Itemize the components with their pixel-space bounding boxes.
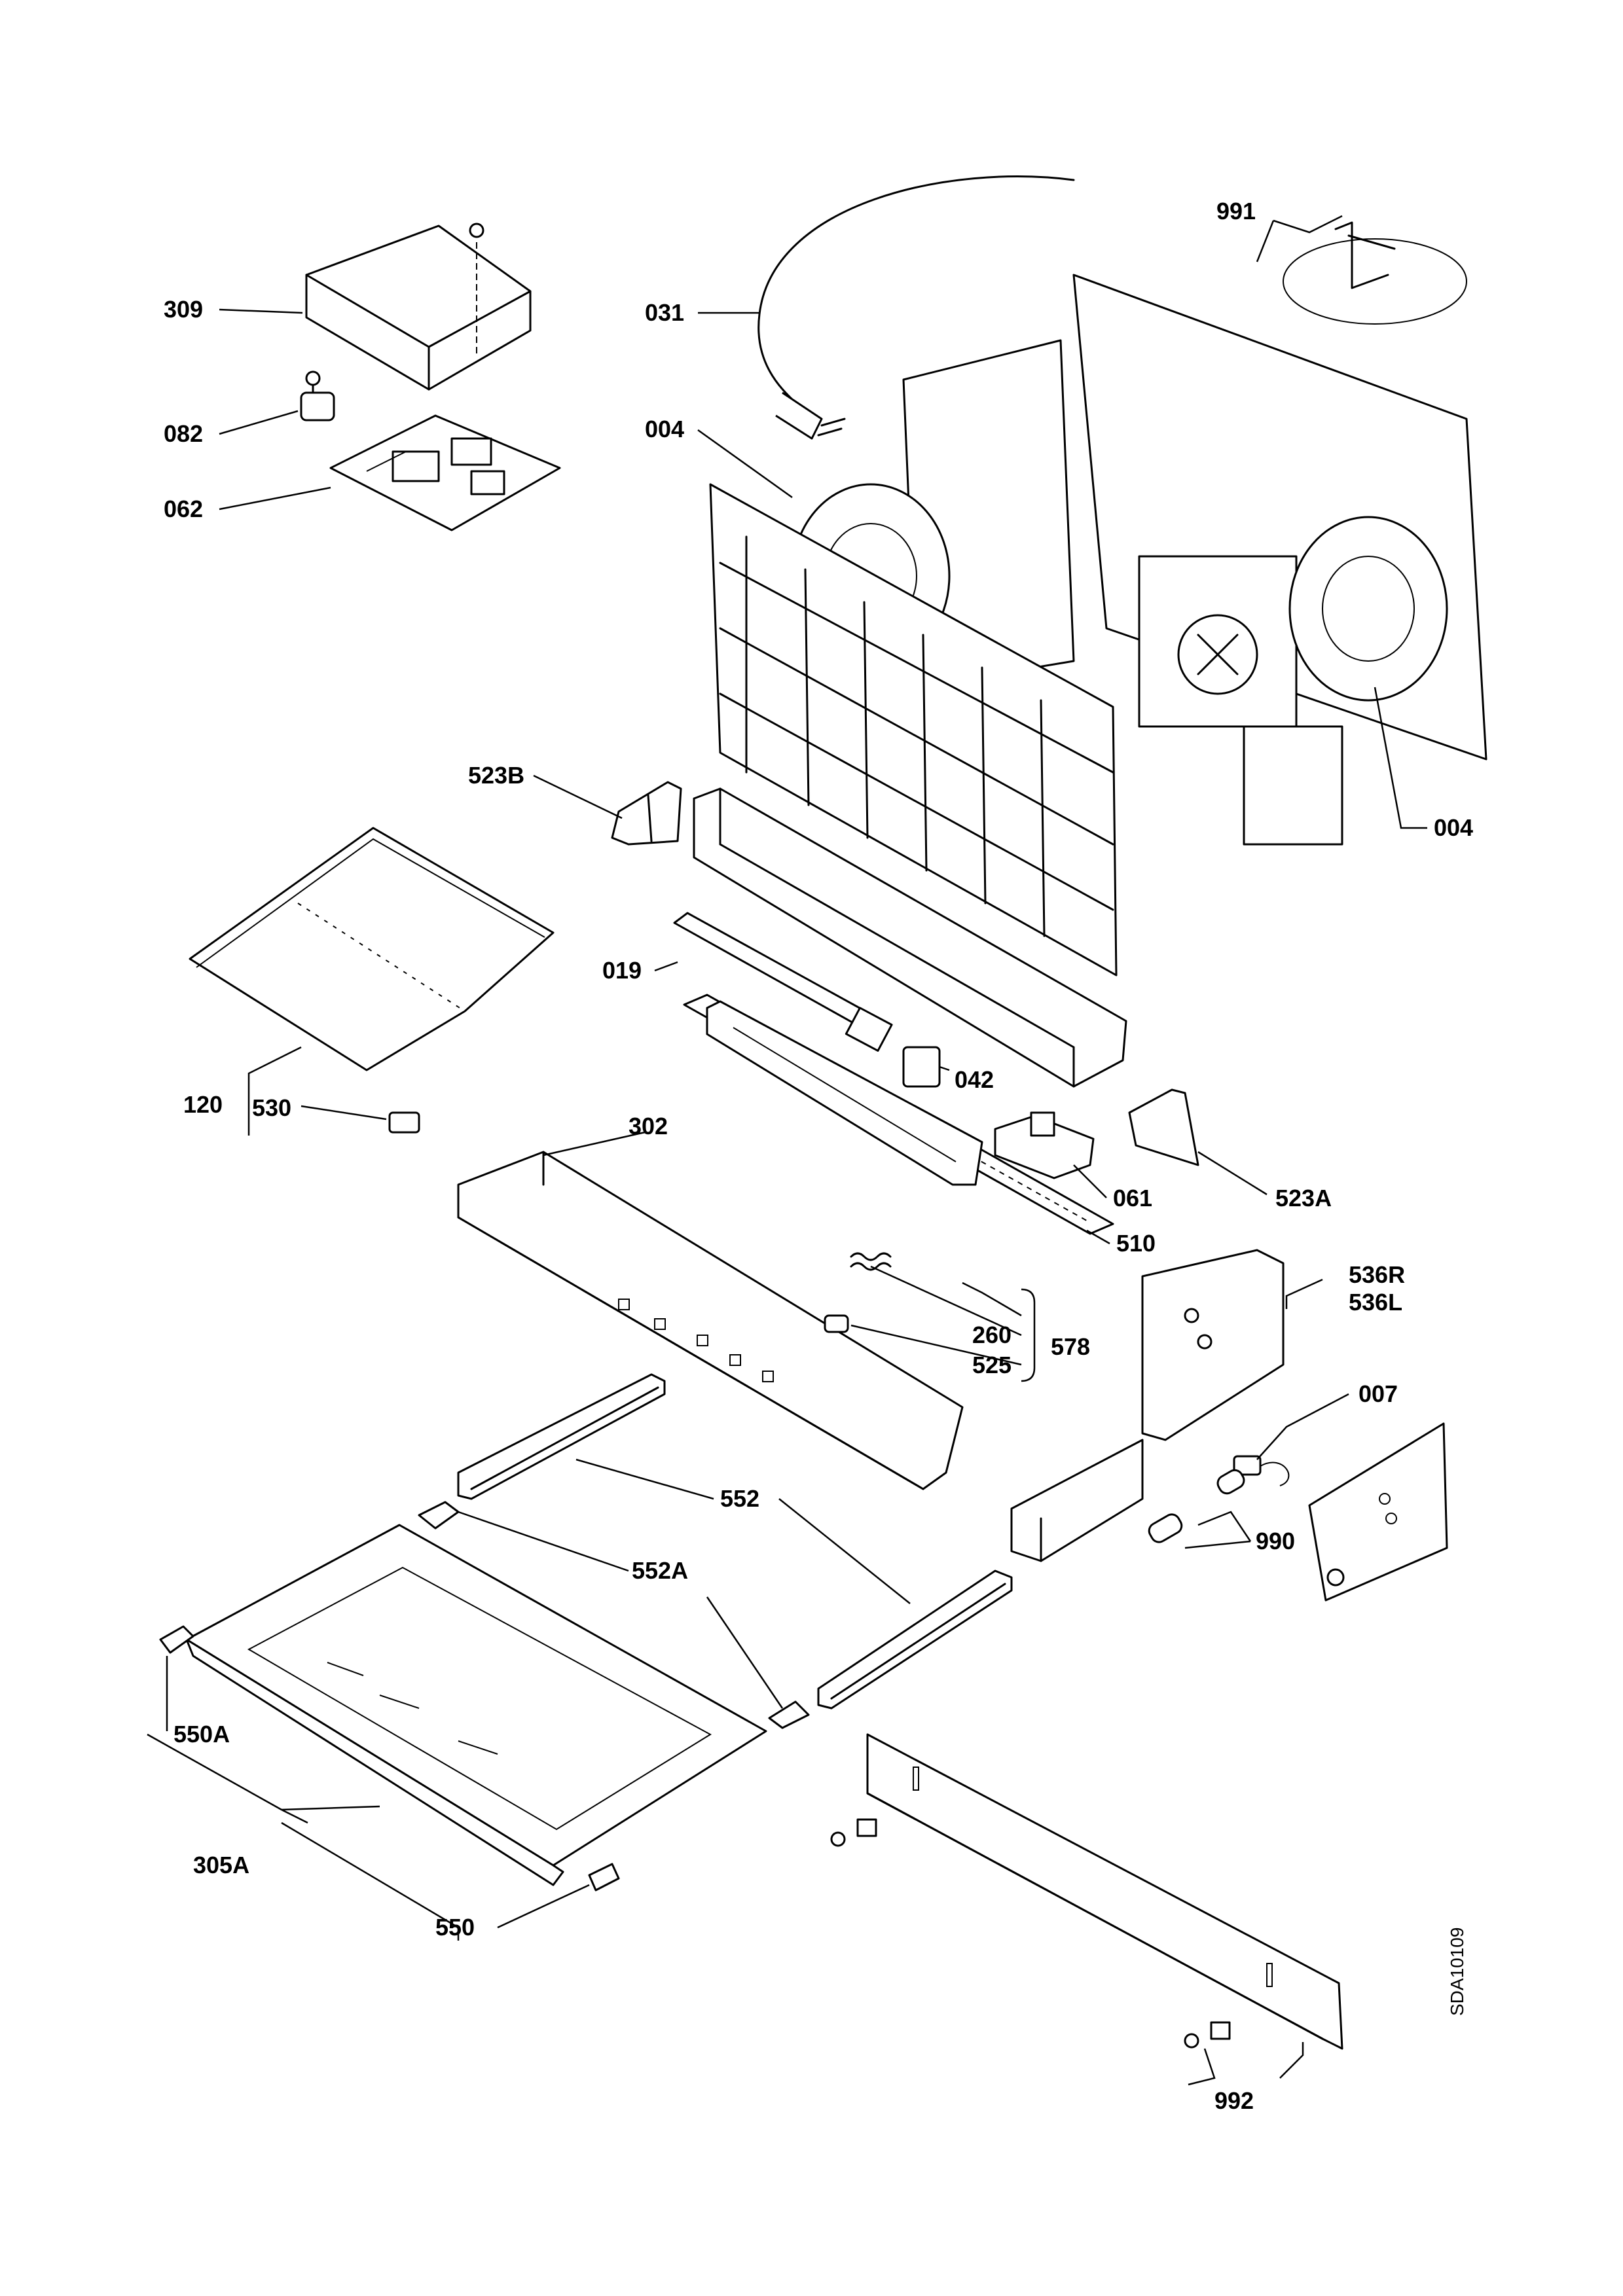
leader-lines bbox=[147, 215, 1427, 2086]
label-992: 992 bbox=[1214, 2087, 1254, 2114]
label-120: 120 bbox=[183, 1091, 223, 1118]
label-042: 042 bbox=[955, 1066, 994, 1093]
part-031-power-cord bbox=[757, 175, 1075, 440]
part-992-screws bbox=[830, 1818, 1231, 2049]
part-062-board bbox=[329, 414, 561, 531]
label-552A: 552A bbox=[632, 1557, 688, 1584]
label-523B: 523B bbox=[468, 762, 524, 789]
part-004-fan-housing bbox=[791, 274, 1487, 846]
part-550A-end-cap bbox=[159, 1625, 194, 1654]
label-510: 510 bbox=[1116, 1230, 1156, 1257]
part-552A-slide-upper bbox=[418, 1501, 460, 1530]
part-552-rail-lower bbox=[817, 1570, 1013, 1710]
part-302-control-panel bbox=[457, 1151, 964, 1490]
label-550: 550 bbox=[435, 1914, 475, 1941]
label-550A: 550A bbox=[173, 1721, 230, 1748]
part-side-plate bbox=[1308, 1422, 1448, 1602]
label-536R: 536R bbox=[1349, 1261, 1405, 1288]
part-309-cover bbox=[305, 223, 532, 391]
label-552: 552 bbox=[720, 1485, 759, 1512]
part-552-rail-upper bbox=[457, 1373, 666, 1500]
label-525: 525 bbox=[972, 1352, 1012, 1378]
part-536-side-frame bbox=[1010, 1249, 1285, 1562]
label-990: 990 bbox=[1256, 1528, 1295, 1554]
part-523A-bracket bbox=[1128, 1088, 1199, 1166]
label-062: 062 bbox=[164, 495, 203, 522]
part-grille-frame bbox=[709, 483, 1118, 977]
label-004-a: 004 bbox=[645, 416, 684, 442]
label-302: 302 bbox=[629, 1113, 668, 1139]
part-082-switch bbox=[300, 370, 335, 422]
part-electronic-board bbox=[706, 1000, 983, 1186]
label-536L: 536L bbox=[1349, 1289, 1402, 1316]
part-007-micro-switch bbox=[1233, 1455, 1290, 1486]
document-code: SDA10109 bbox=[1447, 1928, 1467, 2016]
label-061: 061 bbox=[1113, 1185, 1152, 1211]
part-305A-glass-door bbox=[185, 1524, 767, 1886]
label-530: 530 bbox=[252, 1094, 291, 1121]
part-523B-bracket bbox=[611, 781, 682, 846]
part-552A-slide-lower bbox=[768, 1700, 810, 1729]
part-525-knob bbox=[824, 1314, 849, 1333]
part-light-channel bbox=[693, 787, 1127, 1088]
label-082: 082 bbox=[164, 420, 203, 447]
label-019: 019 bbox=[602, 957, 642, 984]
label-523A: 523A bbox=[1275, 1185, 1332, 1211]
label-260: 260 bbox=[972, 1321, 1012, 1348]
label-031: 031 bbox=[645, 299, 684, 326]
part-120-filter-mat bbox=[189, 827, 555, 1071]
label-004-b: 004 bbox=[1434, 814, 1473, 841]
label-305A: 305A bbox=[193, 1852, 249, 1878]
part-550-end-cap bbox=[588, 1863, 620, 1892]
part-061-ballast bbox=[994, 1111, 1095, 1179]
callout-labels: 309 082 062 031 991 004 004 523B 019 120… bbox=[164, 198, 1473, 2114]
part-042-lamp-holder bbox=[902, 1046, 941, 1088]
part-530-clip bbox=[388, 1111, 420, 1134]
part-260-spring bbox=[850, 1252, 892, 1271]
label-007: 007 bbox=[1359, 1380, 1398, 1407]
part-990-rollers bbox=[1148, 1469, 1245, 1543]
part-lower-trim-bar bbox=[866, 1733, 1343, 2050]
part-019-tube-lamp bbox=[673, 912, 893, 1052]
part-991-detail bbox=[1283, 221, 1467, 325]
label-578: 578 bbox=[1051, 1333, 1090, 1360]
label-309: 309 bbox=[164, 296, 203, 323]
label-991: 991 bbox=[1216, 198, 1256, 224]
